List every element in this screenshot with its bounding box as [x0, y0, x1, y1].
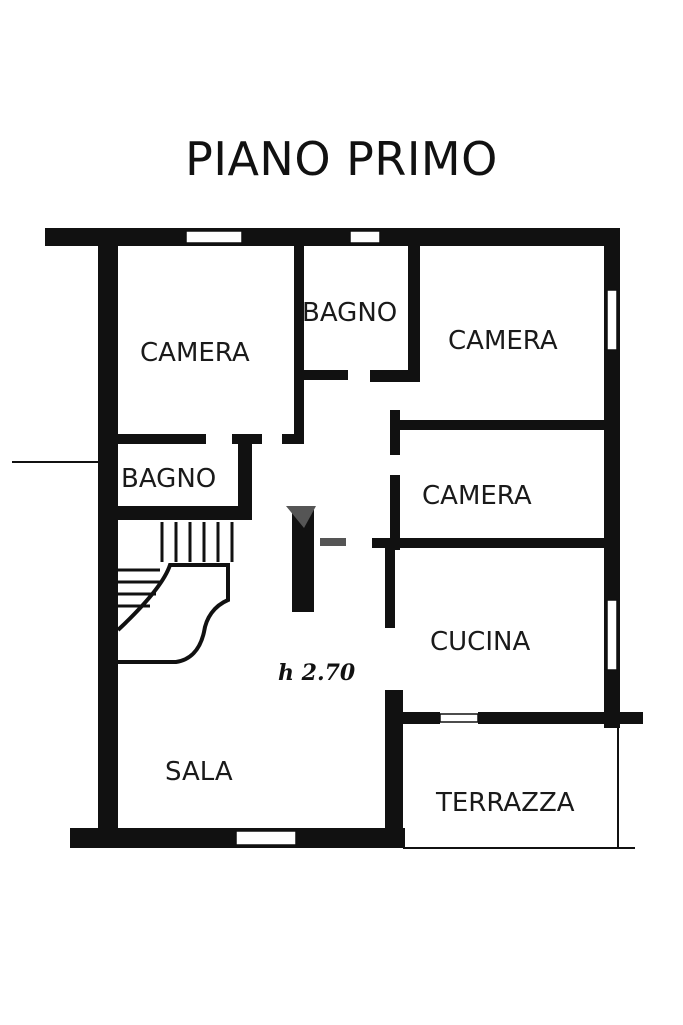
- wall-cucina-left-upper: [385, 548, 395, 628]
- wall-bagno1-left: [294, 246, 304, 444]
- walls: [45, 228, 643, 848]
- wall-bagno2-right: [238, 444, 252, 516]
- ceiling-height-note: h 2.70: [278, 660, 356, 686]
- room-bagno-2-label: BAGNO: [121, 464, 217, 494]
- room-terrazza-label: TERRAZZA: [436, 788, 575, 818]
- room-camera-2-label: CAMERA: [448, 326, 558, 356]
- wall-cucina-bottom-right: [478, 712, 643, 724]
- staircase: [116, 522, 234, 664]
- wall-cucina-bottom-left: [385, 712, 440, 724]
- window-sala: [235, 830, 297, 846]
- window-bagno1: [349, 230, 381, 244]
- wall-hall-stub: [282, 434, 302, 444]
- window-camera1: [185, 230, 243, 244]
- window-camera2: [606, 289, 618, 351]
- window-cucina: [439, 713, 479, 723]
- room-sala-label: SALA: [165, 757, 233, 787]
- wall-camera3-left-lower: [390, 475, 400, 550]
- wall-bagno2-bottom: [106, 506, 252, 520]
- wall-camera3-left-upper: [390, 410, 400, 455]
- wall-camera3-bottom: [372, 538, 620, 548]
- wall-top: [45, 228, 620, 246]
- room-camera-1-label: CAMERA: [140, 338, 250, 368]
- wall-bagno1-right: [408, 246, 420, 382]
- wall-bagno2-top: [118, 434, 206, 444]
- terrazza-outline: [12, 461, 635, 849]
- wall-central-pillar: [292, 510, 314, 612]
- plan-title: PIANO PRIMO: [185, 132, 498, 186]
- window-cucina-side: [606, 599, 618, 671]
- wall-bagno2-top-right: [232, 434, 262, 444]
- wall-left: [98, 228, 118, 848]
- door-markers: [286, 506, 346, 546]
- wall-camera2-bottom: [390, 420, 620, 430]
- wall-bagno1-bottom-left: [304, 370, 348, 380]
- room-bagno-1-label: BAGNO: [302, 298, 398, 328]
- wall-cucina-left-lower: [385, 690, 403, 848]
- room-cucina-label: CUCINA: [430, 627, 531, 657]
- wall-bagno1-bottom-right: [370, 370, 420, 382]
- door-stub-marker: [320, 538, 346, 546]
- door-arrow-marker: [286, 506, 316, 528]
- windows: [185, 230, 618, 846]
- room-camera-3-label: CAMERA: [422, 481, 532, 511]
